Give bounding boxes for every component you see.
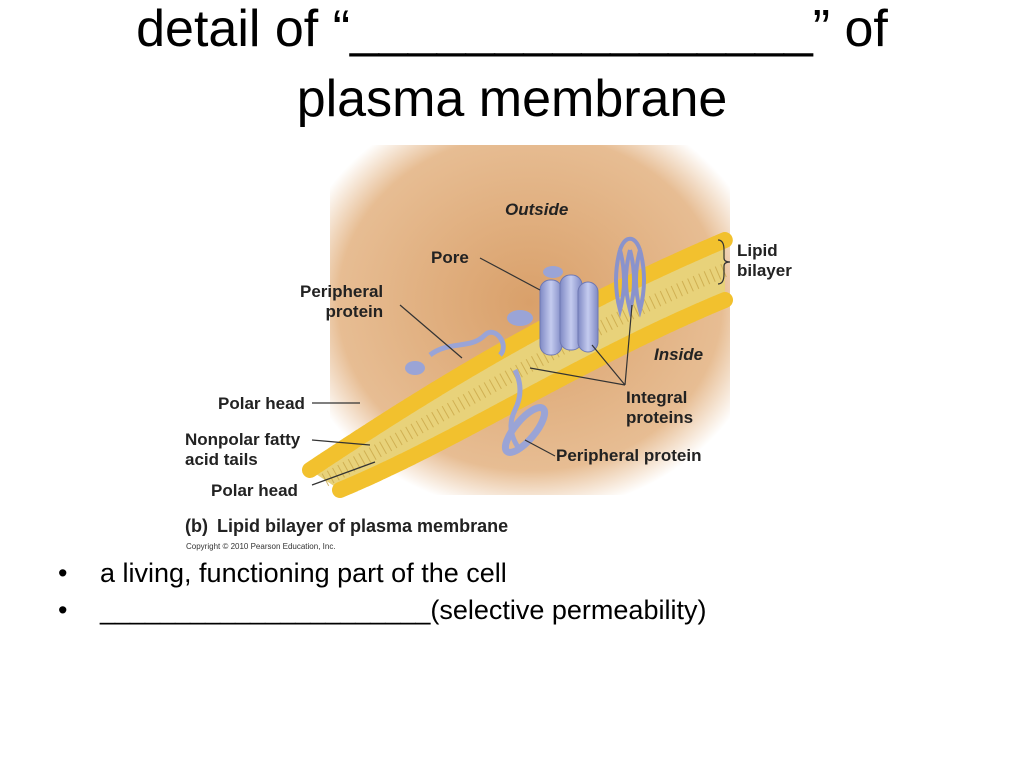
bullet-text: a living, functioning part of the cell [100, 558, 507, 588]
leader-lines [311, 239, 731, 486]
bullet-text: ______________________(selective permeab… [100, 595, 707, 625]
label-lipid-bilayer: Lipid bilayer [737, 241, 792, 280]
bullet-item: • ______________________(selective permea… [58, 592, 706, 629]
caption-letter: (b) [185, 516, 208, 536]
helix-protein [614, 236, 646, 318]
peripheral-protein-strand [428, 330, 506, 358]
label-inside: Inside [654, 345, 704, 364]
figure-caption: (b) Lipid bilayer of plasma membrane [185, 516, 508, 537]
bullet-symbol: • [58, 595, 68, 625]
title-line-1: detail of “________________” of [136, 0, 888, 58]
bullet-item: • a living, functioning part of the cell [58, 555, 706, 592]
label-integral-proteins: Integral proteins [626, 388, 694, 427]
label-pore: Pore [431, 248, 469, 267]
surface-protein [507, 310, 533, 326]
surface-protein [405, 361, 425, 375]
label-nonpolar-tails: Nonpolar fatty acid tails [185, 430, 301, 469]
label-polar-head-top: Polar head [218, 394, 305, 413]
label-polar-head-bottom: Polar head [211, 481, 298, 500]
caption-text: Lipid bilayer of plasma membrane [217, 516, 509, 536]
peripheral-protein-bottom [501, 368, 549, 456]
title-line-2: plasma membrane [296, 70, 728, 128]
label-peripheral-protein-bottom: Peripheral protein [556, 446, 702, 465]
surface-protein [543, 266, 563, 278]
pore-protein [539, 274, 599, 356]
label-outside: Outside [505, 200, 569, 219]
copyright-notice: Copyright © 2010 Pearson Education, Inc. [186, 542, 336, 551]
bullet-symbol: • [58, 558, 68, 588]
label-peripheral-protein-top: Peripheral protein [300, 282, 384, 321]
bullet-list: •a living, functioning part of the cell … [58, 555, 706, 629]
membrane-illustration [302, 145, 733, 498]
membrane-diagram: Outside Inside Pore Lipid bilayer Periph… [180, 140, 820, 560]
